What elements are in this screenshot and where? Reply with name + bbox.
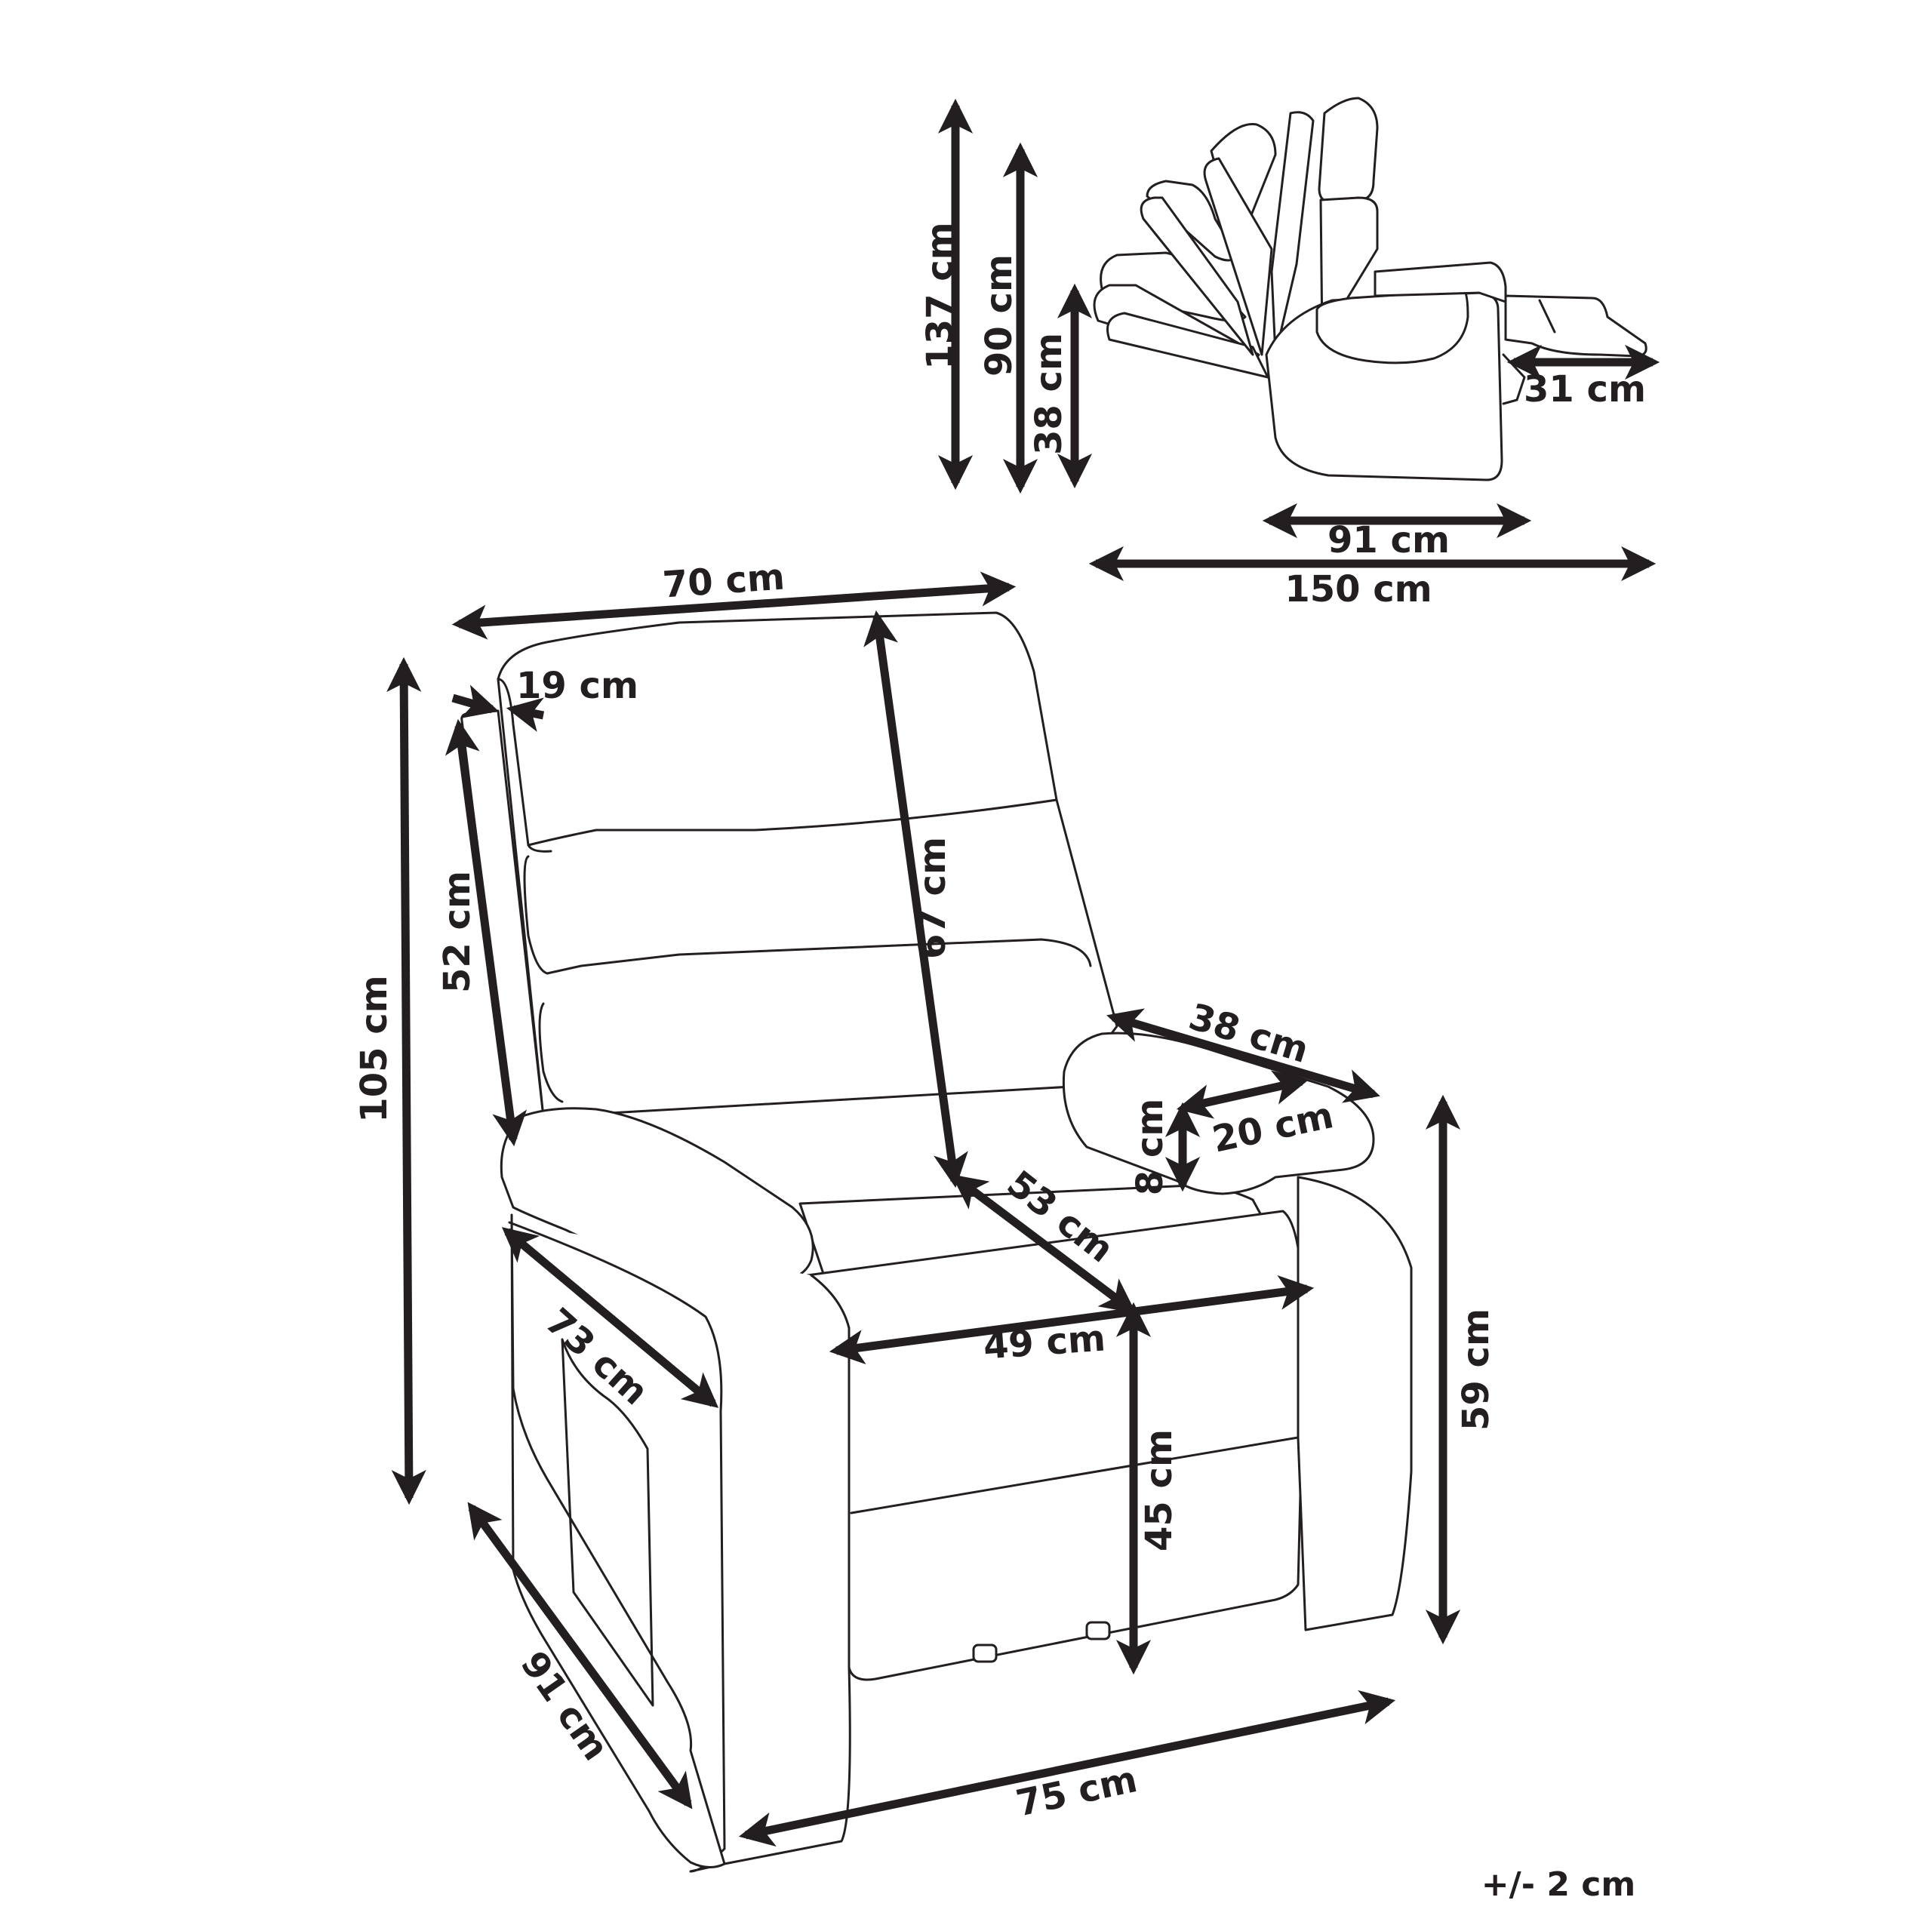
- label-73cm: 73 cm: [537, 1300, 657, 1413]
- side-view: [1093, 97, 1647, 481]
- recline-positions: [1093, 97, 1379, 379]
- label-67cm: 67 cm: [912, 837, 954, 959]
- side-dimensions: 137 cm 90 cm 38 cm 31 cm 91 cm 150 cm: [919, 98, 1660, 610]
- label-38cm-side: 38 cm: [1028, 333, 1070, 455]
- label-150cm: 150 cm: [1284, 568, 1432, 610]
- label-91cm-side: 91 cm: [1327, 519, 1450, 561]
- label-70cm: 70 cm: [661, 555, 786, 606]
- tolerance-note: +/- 2 cm: [1481, 1865, 1635, 1904]
- label-45cm: 45 cm: [1138, 1429, 1180, 1551]
- side-footrest: [1504, 294, 1647, 358]
- label-49cm: 49 cm: [982, 1317, 1106, 1367]
- label-137cm: 137 cm: [919, 222, 961, 369]
- label-52cm: 52 cm: [436, 871, 478, 993]
- label-59cm: 59 cm: [1455, 1308, 1497, 1431]
- label-90cm: 90 cm: [978, 254, 1020, 377]
- side-armrest: [1315, 289, 1469, 364]
- label-19cm: 19 cm: [516, 665, 638, 707]
- label-105cm: 105 cm: [353, 975, 395, 1122]
- label-31cm: 31 cm: [1524, 368, 1646, 410]
- seat-front: [806, 1210, 1303, 1681]
- label-8cm: 8 cm: [1129, 1099, 1171, 1196]
